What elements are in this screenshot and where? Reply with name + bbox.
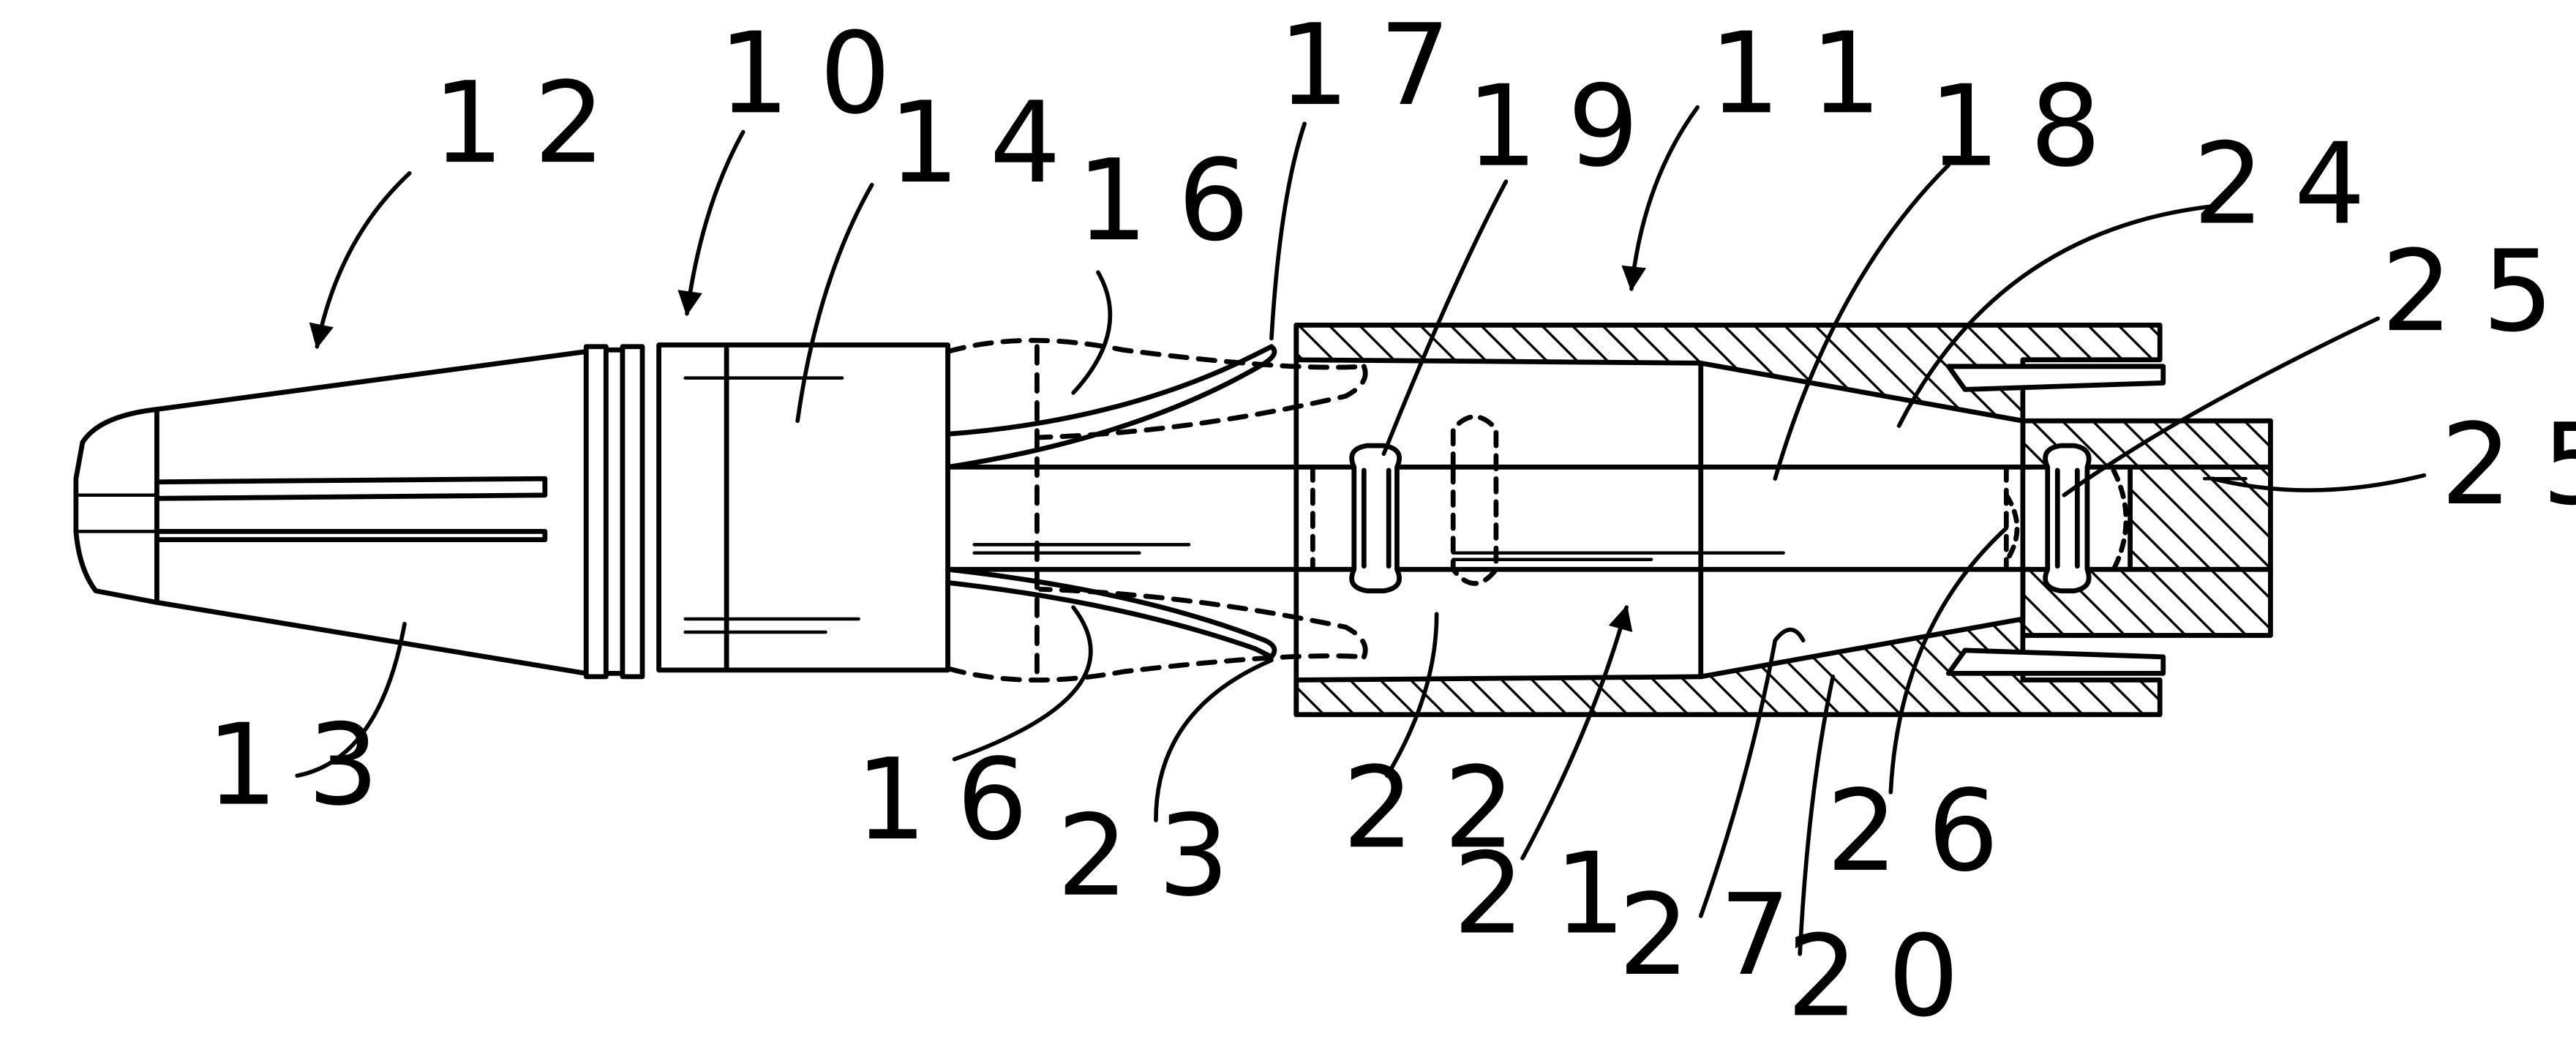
label-13: 13 <box>206 701 409 831</box>
shaft-18 <box>948 417 2032 591</box>
label-20: 20 <box>1787 912 1989 1042</box>
cap-12 <box>76 352 586 674</box>
label-23: 23 <box>1057 792 1260 922</box>
label-25: 25 <box>2441 400 2576 530</box>
label-24: 24 <box>2193 120 2395 250</box>
bead-19 <box>1352 446 1400 591</box>
ring-10 <box>586 347 642 677</box>
label-16-upper: 16 <box>1077 136 1280 266</box>
label-18: 18 <box>1929 62 2131 192</box>
label-14: 14 <box>888 78 1091 209</box>
contact-16-upper <box>948 340 1366 677</box>
leader-10 <box>687 132 743 313</box>
leader-16u <box>1073 272 1110 393</box>
leader-12 <box>317 173 409 347</box>
label-19: 19 <box>1466 62 1669 192</box>
label-26: 26 <box>1826 767 2029 897</box>
label-12: 12 <box>432 59 635 189</box>
label-16-lower: 16 <box>855 735 1058 866</box>
contact-16-lower <box>948 569 1366 680</box>
leader-18 <box>1775 165 1948 479</box>
grip-13-ridge <box>157 478 544 498</box>
label-11: 11 <box>1709 9 1912 139</box>
housing-11 <box>1296 325 2271 714</box>
leader-19 <box>1383 181 1506 454</box>
label-25a: 25a <box>2381 227 2576 357</box>
label-17: 17 <box>1278 1 1481 131</box>
